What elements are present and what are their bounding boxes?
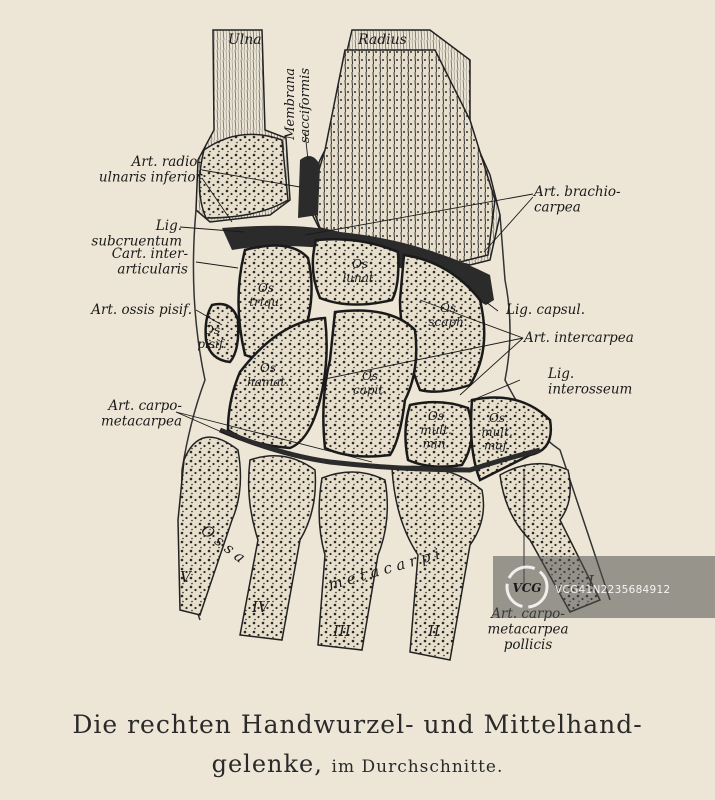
label-lig-subcruentum: Lig.subcruentum	[91, 218, 182, 250]
caption-line-2-small: im Durchschnitte.	[331, 757, 504, 777]
annotation-labels: Membranasacciformis Art. radio-ulnaris i…	[89, 68, 634, 653]
label-art-brachiocarpea: Art. brachio-carpea	[532, 184, 621, 216]
label-art-intercarpea: Art. intercarpea	[522, 330, 634, 346]
label-art-carpometacarpea: Art. carpo-metacarpea	[101, 398, 182, 430]
metacarpal-iv	[239, 455, 317, 641]
svg-text:VCG: VCG	[512, 581, 541, 595]
joint-cavity-carpometacarpal	[219, 427, 541, 473]
label-radius: Radius	[357, 32, 407, 48]
label-numeral-iv: IV	[251, 598, 271, 616]
os-pisiforme	[204, 302, 240, 364]
ulna-bone	[195, 29, 291, 223]
os-hamatum	[226, 316, 328, 450]
watermark: VCG VCG41N2235684912	[493, 556, 715, 618]
joint-cavity-brachiocarpal	[222, 225, 494, 305]
os-capitatum	[322, 309, 418, 458]
leader-lines	[175, 131, 534, 588]
caption-line-2-main: gelenke,	[211, 750, 323, 778]
label-numeral-v: V	[180, 568, 193, 586]
caption-line-1: Die rechten Handwurzel- und Mittelhand-	[72, 710, 643, 739]
label-numeral-iii: III	[332, 622, 352, 640]
label-ulna: Ulna	[228, 32, 262, 48]
label-cart-interarticularis: Cart. inter-articularis	[112, 246, 189, 278]
vcg-logo-icon: VCG	[505, 565, 549, 609]
caption-line-2: gelenke, im Durchschnitte.	[0, 750, 715, 778]
membrana-sacciformis-shape	[298, 156, 320, 218]
watermark-id: VCG41N2235684912	[555, 584, 671, 596]
label-numeral-ii: II	[427, 622, 441, 640]
os-multangulum-minus	[404, 400, 474, 468]
label-membrana-sacciformis: Membranasacciformis	[283, 68, 313, 143]
label-art-radioulnaris: Art. radio-ulnaris inferior	[99, 154, 204, 186]
metacarpal-iii	[317, 471, 389, 651]
metacarpal-v	[177, 436, 242, 616]
label-lig-interosseum: Lig.interosseum	[547, 366, 632, 398]
os-lunatum	[311, 237, 400, 306]
label-lig-capsul: Lig. capsul.	[505, 302, 585, 318]
label-art-ossis-pisif: Art. ossis pisif.	[89, 302, 192, 318]
